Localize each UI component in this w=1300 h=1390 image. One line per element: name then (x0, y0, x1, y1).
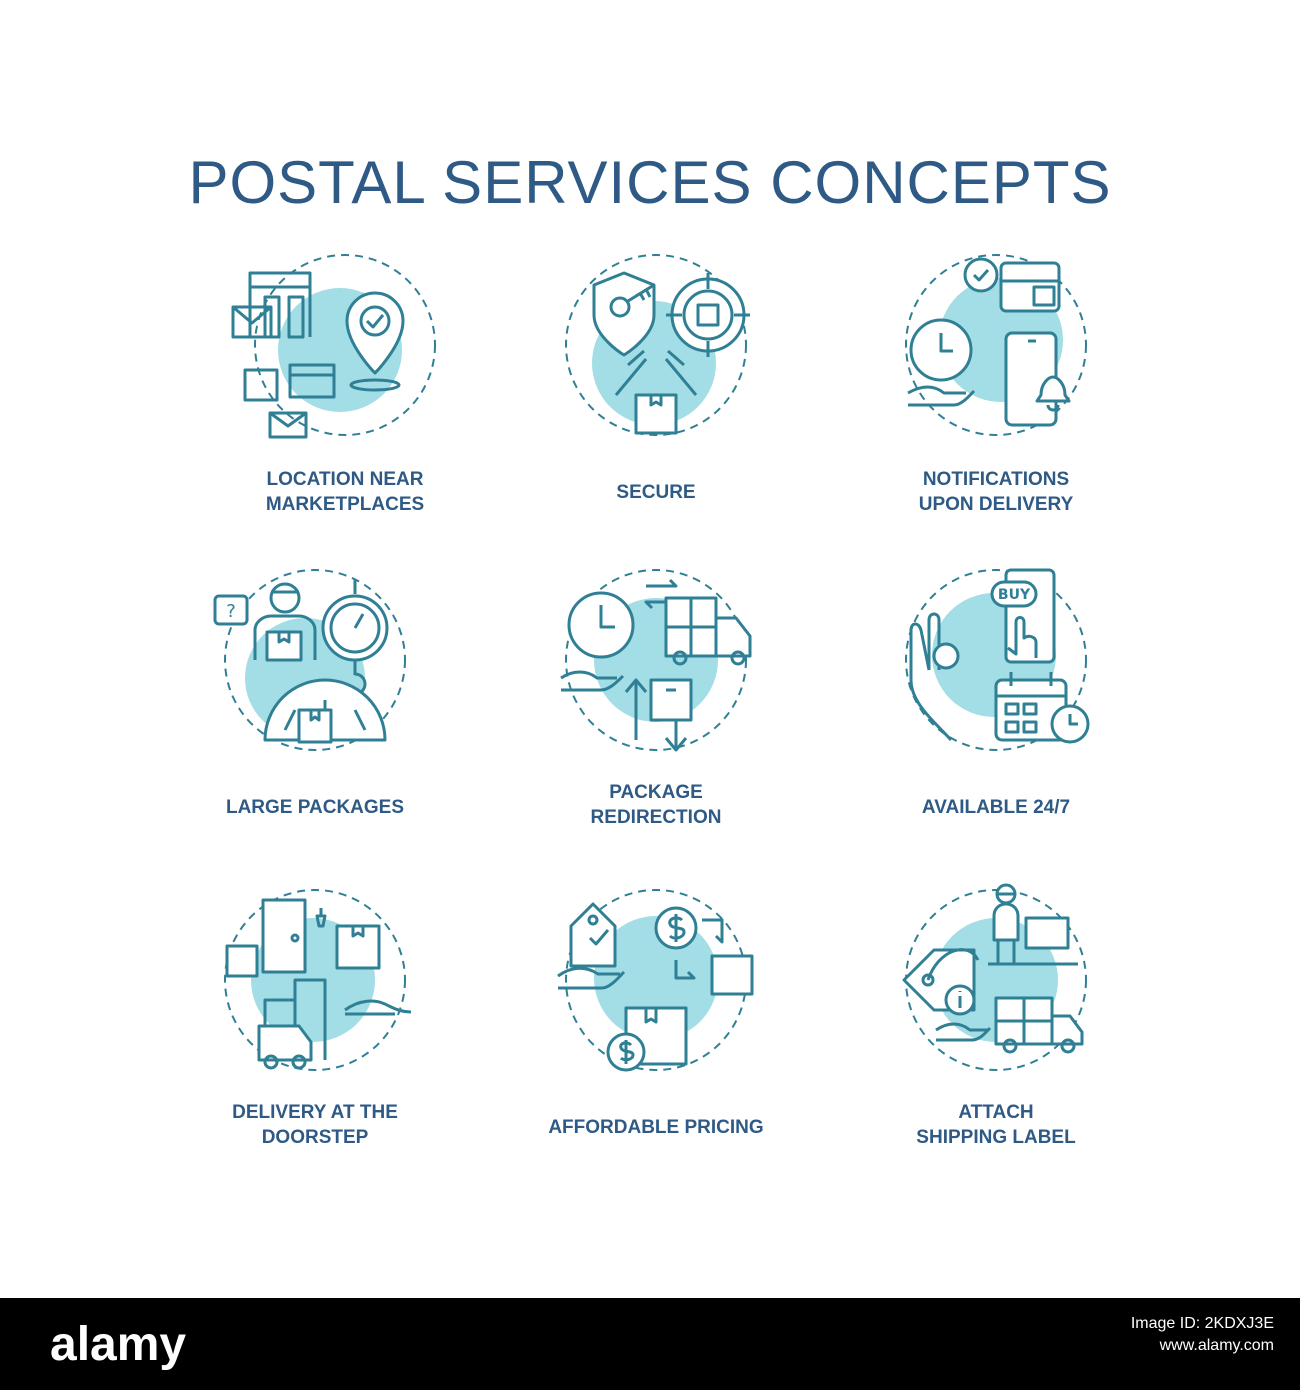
concept-label: SECURE (616, 482, 696, 503)
concept-card-shipping-label: ATTACH SHIPPING LABEL (856, 880, 1136, 1160)
doorstep-delivery-icon (224, 889, 412, 1071)
image-id: Image ID: 2KDXJ3E (1130, 1315, 1274, 1332)
concept-card-available: BUY AVAILABLE 24/7 (856, 560, 1136, 840)
concept-label: PACKAGE REDIRECTION (590, 782, 722, 828)
svg-text:?: ? (226, 601, 236, 622)
concept-label: AFFORDABLE PRICING (548, 1117, 764, 1138)
affordable-pricing-icon (557, 889, 754, 1072)
buy-label: BUY (998, 587, 1031, 603)
concept-card-location: LOCATION NEAR MARKETPLACES (205, 245, 485, 525)
site-url: www.alamy.com (1159, 1337, 1274, 1354)
image-meta: Image ID: 2KDXJ3E www.alamy.com (894, 1313, 1274, 1377)
concept-card-large-packages: ? LARGE PACKAGES (175, 560, 455, 840)
concept-card-secure: SECURE (516, 245, 796, 525)
secure-delivery-icon (565, 254, 750, 436)
concept-card-doorstep: DELIVERY AT THE DOORSTEP (175, 880, 455, 1160)
concept-card-redirection: PACKAGE REDIRECTION (516, 560, 796, 840)
location-marketplace-icon (231, 254, 436, 439)
available-24-7-icon: BUY (905, 568, 1090, 751)
concept-label: LARGE PACKAGES (225, 797, 405, 818)
concept-card-pricing: AFFORDABLE PRICING (516, 880, 796, 1160)
page-title: POSTAL SERVICES CONCEPTS (188, 149, 1112, 216)
large-package-icon: ? (213, 569, 406, 751)
concept-label: ATTACH SHIPPING LABEL (916, 1102, 1076, 1148)
footer-bar (0, 1298, 1300, 1390)
brand-logo: alamy (50, 1318, 187, 1371)
concept-label: AVAILABLE 24/7 (921, 797, 1071, 818)
delivery-notification-icon (905, 254, 1087, 436)
concept-label: DELIVERY AT THE DOORSTEP (232, 1102, 398, 1148)
concept-label: LOCATION NEAR MARKETPLACES (265, 469, 425, 515)
concept-card-notifications: NOTIFICATIONS UPON DELIVERY (856, 245, 1136, 525)
shipping-label-icon (902, 883, 1087, 1071)
concept-label: NOTIFICATIONS UPON DELIVERY (918, 469, 1074, 515)
package-redirection-icon (560, 569, 752, 752)
